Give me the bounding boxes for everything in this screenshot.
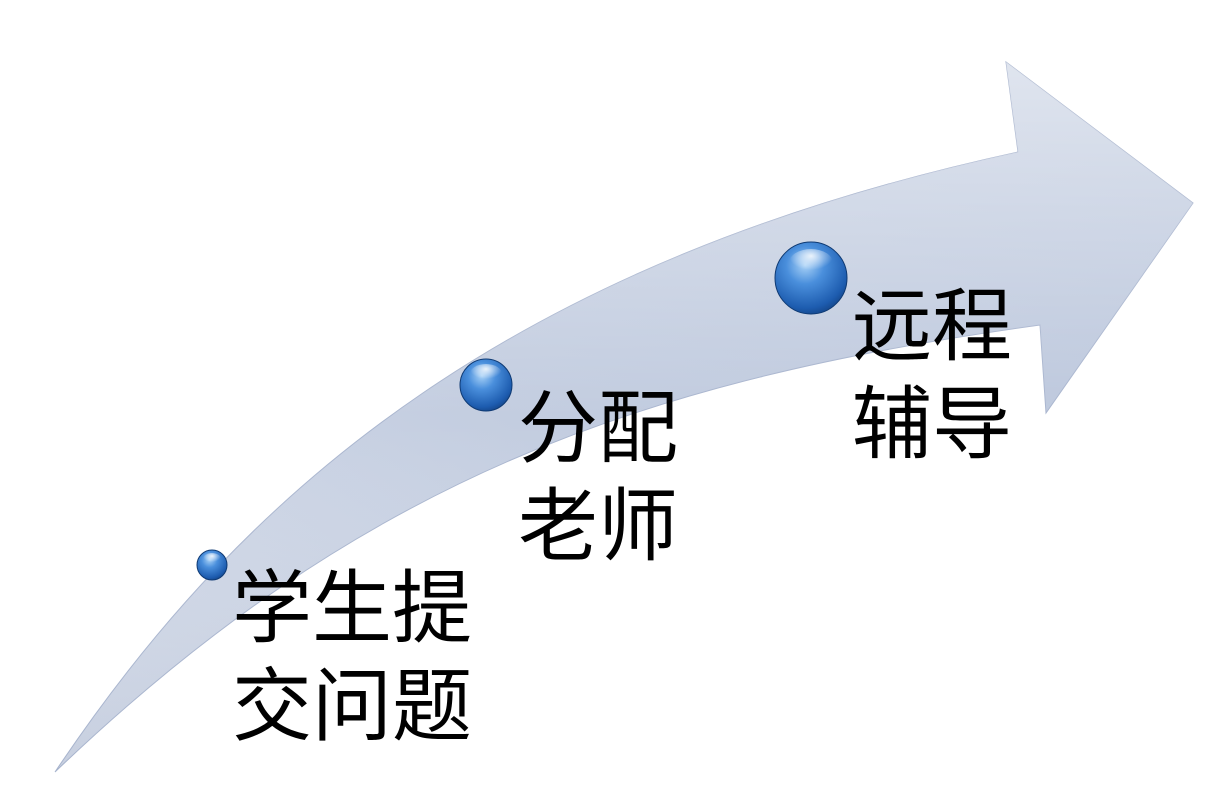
step-label-submit-question: 学生提 交问题 (232, 560, 472, 756)
bead-step-2 (459, 358, 513, 412)
step-label-assign-teacher: 分配 老师 (518, 380, 678, 576)
bead-step-1 (196, 549, 228, 581)
step-1-line-1: 学生提 (232, 562, 472, 655)
step-3-line-1: 远程 (852, 280, 1012, 373)
bead-step-3 (774, 241, 848, 315)
step-2-line-2: 老师 (518, 480, 678, 573)
step-label-remote-tutoring: 远程 辅导 (852, 278, 1012, 474)
step-2-line-1: 分配 (518, 382, 678, 475)
arrow-body-highlight (55, 62, 1193, 772)
step-1-line-2: 交问题 (232, 660, 472, 753)
step-3-line-2: 辅导 (852, 378, 1012, 471)
